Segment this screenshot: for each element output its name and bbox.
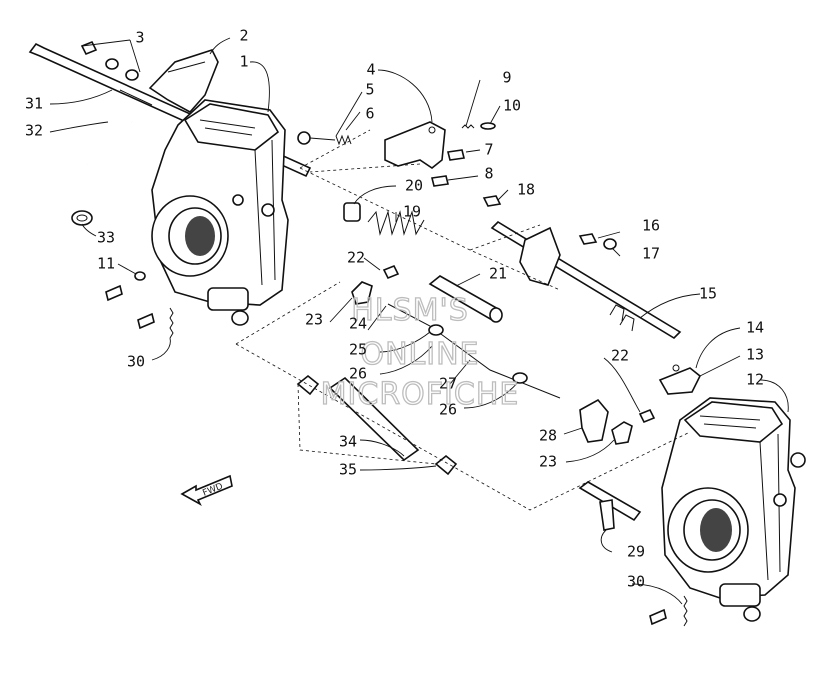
throttle-shaft (490, 220, 682, 340)
linkage-rod (387, 303, 561, 399)
callout-25: 25 (349, 341, 367, 359)
adjust-screw (297, 131, 352, 146)
callout-16: 16 (642, 217, 660, 235)
fuel-hose (80, 119, 133, 211)
hose-clamp (71, 210, 93, 226)
callout-26-lower: 26 (439, 401, 457, 419)
callout-22-right: 22 (611, 347, 629, 365)
lever-screw (482, 195, 502, 207)
watermark-line-2: ONLINE (360, 337, 479, 372)
callout-13: 13 (746, 346, 764, 364)
left-carburetor (151, 99, 289, 326)
callout-10: 10 (503, 97, 521, 115)
callout-30-right: 30 (627, 573, 645, 591)
callout-28: 28 (539, 427, 557, 445)
callout-7: 7 (484, 141, 493, 159)
callout-32: 32 (25, 122, 43, 140)
callout-2: 2 (239, 27, 248, 45)
callout-19: 19 (403, 203, 421, 221)
callout-18: 18 (517, 181, 535, 199)
callout-1: 1 (239, 53, 248, 71)
callout-30-left: 30 (127, 353, 145, 371)
watermark-line-1: HLSM'S (351, 293, 469, 328)
cable-bracket (579, 398, 609, 443)
callout-31: 31 (25, 95, 43, 113)
callout-8: 8 (484, 165, 493, 183)
e-clips (461, 122, 496, 130)
idle-screw-left (105, 271, 174, 339)
callout-14: 14 (746, 319, 764, 337)
leader-lines (49, 37, 789, 605)
callout-15: 15 (699, 285, 717, 303)
sync-sleeve (428, 275, 503, 323)
linkage-bracket (384, 121, 446, 169)
callout-27: 27 (439, 375, 457, 393)
callout-22-left: 22 (347, 249, 365, 267)
callout-33: 33 (97, 229, 115, 247)
callout-29: 29 (627, 543, 645, 561)
callout-4: 4 (366, 61, 375, 79)
callout-11: 11 (97, 255, 115, 273)
callout-35: 35 (339, 461, 357, 479)
tube-clamps (296, 374, 458, 476)
right-linkage-bracket (658, 364, 702, 395)
callout-12: 12 (746, 371, 764, 389)
callout-34: 34 (339, 433, 357, 451)
callout-5: 5 (365, 81, 374, 99)
forward-arrow-icon: FWD (180, 474, 233, 506)
callout-3: 3 (135, 29, 144, 47)
right-carburetor (661, 397, 806, 622)
callout-20: 20 (405, 177, 423, 195)
callout-24: 24 (349, 315, 367, 333)
fuel-t-fitting (578, 481, 642, 531)
callout-21: 21 (489, 265, 507, 283)
assembly-guide-lines (235, 129, 691, 511)
callout-labels: 1 2 3 4 5 6 7 8 9 10 11 12 13 14 15 16 1… (25, 27, 764, 591)
bracket-screws (431, 149, 465, 187)
forward-arrow-text: FWD (201, 482, 224, 499)
carburetor-cover (148, 49, 219, 114)
clamp-screws-left (351, 264, 400, 305)
clamp-screws-right (611, 408, 656, 445)
watermark: HLSM'S ONLINE MICROFICHE (320, 292, 520, 412)
spring-collar (343, 202, 361, 222)
callout-26-upper: 26 (349, 365, 367, 383)
idle-screw-right (649, 595, 688, 627)
shaft-screw (578, 233, 617, 250)
callout-17: 17 (642, 245, 660, 263)
callout-23-right: 23 (539, 453, 557, 471)
callout-6: 6 (365, 105, 374, 123)
callout-23-left: 23 (305, 311, 323, 329)
watermark-line-3: MICROFICHE (321, 377, 520, 412)
connector-tube (328, 376, 420, 462)
callout-9: 9 (502, 69, 511, 87)
